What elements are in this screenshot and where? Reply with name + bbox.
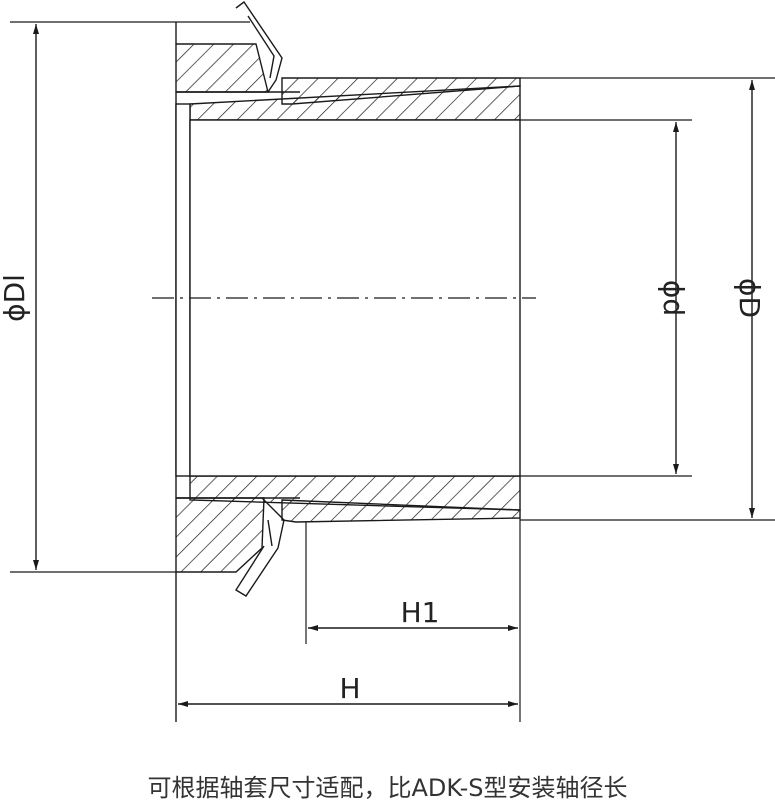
label-h: H xyxy=(339,672,360,705)
flange-face xyxy=(175,22,300,722)
lock-washer-bottom xyxy=(235,497,285,597)
extension-lines xyxy=(10,21,775,722)
label-h1: H1 xyxy=(401,596,440,629)
taper-sleeve-bottom xyxy=(281,499,521,523)
flange-bottom xyxy=(175,497,265,573)
caption: 可根据轴套尺寸适配，比ADK-S型安装轴径长 xyxy=(147,774,628,802)
label-D: ϕD xyxy=(733,278,766,318)
flange-top xyxy=(175,43,269,93)
label-d: ϕd xyxy=(657,280,690,316)
lock-washer-top xyxy=(235,0,283,93)
label-dl: ϕDl xyxy=(0,274,31,322)
